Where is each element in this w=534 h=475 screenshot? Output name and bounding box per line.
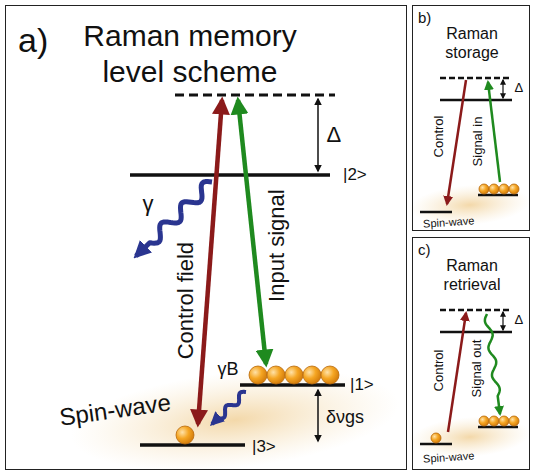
field-label: Control <box>432 115 447 157</box>
level-2 <box>440 99 512 102</box>
signal-in-arrow <box>488 82 500 182</box>
virtual-level <box>440 77 512 80</box>
panel-letter: c) <box>418 241 431 259</box>
panel-title: Raman storage <box>427 24 517 62</box>
detuning-arrow <box>502 80 503 98</box>
field-label: Signal in <box>471 116 486 166</box>
panel-title: Raman retrieval <box>427 256 517 294</box>
spin-wave-glow <box>409 181 531 229</box>
signal-out-wave <box>485 314 500 414</box>
level-3 <box>420 211 452 214</box>
detuning-symbol: Δ <box>515 313 524 328</box>
splitting-label: δνgs <box>326 407 364 428</box>
field-label: Signal out <box>470 339 485 397</box>
detuning-symbol: Δ <box>327 122 342 147</box>
detuning-arrow <box>502 312 503 330</box>
atom-ball <box>267 366 285 384</box>
control-arrow <box>448 313 466 432</box>
atom-ball <box>499 184 509 194</box>
field-label: Control <box>432 349 447 391</box>
decay-rate: γB <box>218 359 239 380</box>
atom-ball <box>489 184 499 194</box>
level-2 <box>130 173 330 177</box>
atom-ball <box>303 366 321 384</box>
atom-ball <box>509 416 519 426</box>
field-label: Control field <box>173 241 198 358</box>
atom-ball <box>479 416 489 426</box>
atom-ball <box>479 184 489 194</box>
panel-letter: a) <box>18 20 48 61</box>
atom-ball <box>249 366 267 384</box>
atom-ball <box>499 416 509 426</box>
atom-ball <box>431 433 441 443</box>
detuning-symbol: Δ <box>515 81 524 96</box>
atom-ball <box>321 366 339 384</box>
detuning-arrow <box>317 99 319 171</box>
atom-ball <box>285 366 303 384</box>
panel-frame: a) Raman memory level scheme <box>5 5 407 470</box>
atom-ball <box>489 416 499 426</box>
control-arrow <box>447 80 466 204</box>
level-2 <box>440 331 512 334</box>
field-label: Input signal <box>263 189 288 302</box>
virtual-level <box>440 309 512 312</box>
input-signal-arrow <box>238 100 266 364</box>
splitting-arrow <box>317 390 319 441</box>
state-label: |2> <box>343 165 367 185</box>
level-3 <box>140 443 245 447</box>
panel-letter: b) <box>418 9 431 27</box>
atom-ball <box>509 184 519 194</box>
atom-ball <box>176 426 194 444</box>
panel-title: Raman memory level scheme <box>70 18 310 90</box>
spin-decay-wave <box>212 392 246 424</box>
state-label: |1> <box>350 375 374 395</box>
decay-rate: γ <box>143 191 154 216</box>
virtual-level <box>175 94 335 97</box>
state-label: |3> <box>252 437 276 457</box>
